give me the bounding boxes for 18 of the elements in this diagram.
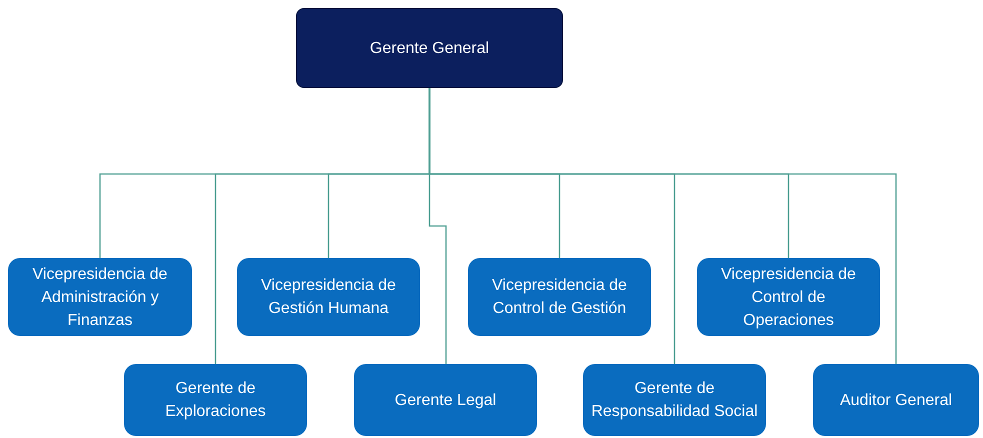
role-box <box>697 258 880 336</box>
role-box <box>124 364 307 436</box>
role-title: Auditor General <box>840 390 952 410</box>
top-role-box <box>296 8 563 88</box>
role-title: Vicepresidencia de Control de Gestión <box>491 276 628 319</box>
role-box <box>813 364 979 436</box>
role-title: Gerente de Responsabilidad Social <box>591 379 758 422</box>
role-box <box>237 258 420 336</box>
role-box <box>468 258 651 336</box>
role-box <box>354 364 537 436</box>
role-title: Gerente Legal <box>394 390 496 410</box>
role-box <box>8 258 192 336</box>
role-title: Gerente de Exploraciones <box>164 379 267 422</box>
role-title: Vicepresidencia de Administración y Finanzas <box>32 264 168 330</box>
role-title: Vicepresidencia de Control de Operaciones <box>720 264 857 330</box>
role-title: Vicepresidencia de Gestión Humana <box>260 276 397 319</box>
role-box <box>583 364 766 436</box>
role-title: Gerente General <box>370 38 490 58</box>
